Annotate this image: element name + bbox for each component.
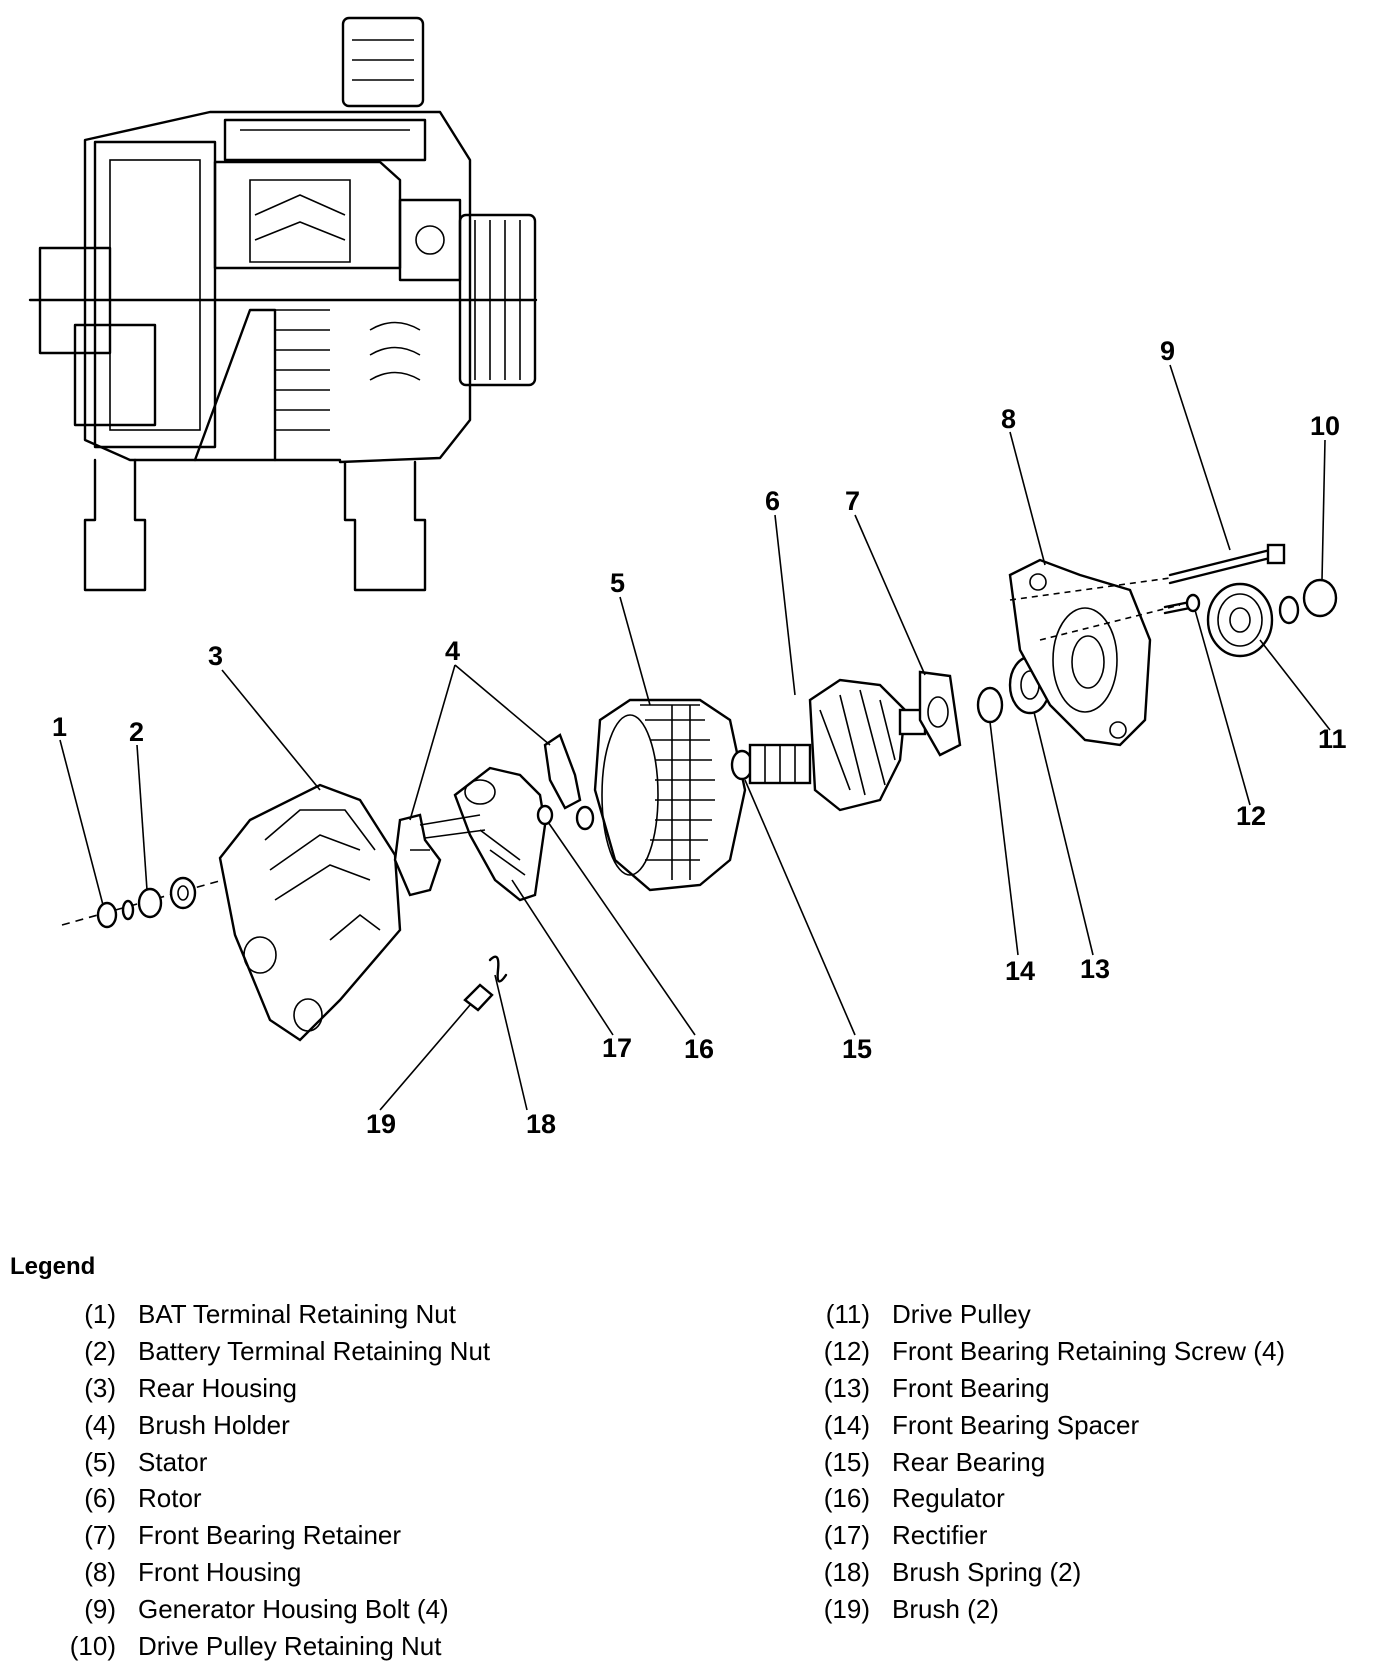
legend-label: Front Bearing Spacer: [892, 1409, 1140, 1440]
legend-item: (3) Rear Housing: [36, 1370, 490, 1407]
legend-label: Rotor: [138, 1483, 202, 1514]
legend-label: Rear Bearing: [892, 1446, 1046, 1477]
legend-number: (13): [823, 1372, 870, 1403]
legend-item: (6) Rotor: [36, 1480, 490, 1517]
exploded-view: [59, 364, 1338, 1111]
legend-item: (12) Front Bearing Retaining Screw (4): [800, 1333, 1285, 1370]
legend-item: (2) Battery Terminal Retaining Nut: [36, 1333, 490, 1370]
legend-label: BAT Terminal Retaining Nut: [138, 1298, 456, 1329]
callout-8: 8: [1001, 404, 1016, 434]
legend-number: (19): [823, 1594, 870, 1625]
legend-item: (15) Rear Bearing: [800, 1444, 1285, 1481]
legend-label: Drive Pulley Retaining Nut: [138, 1630, 442, 1661]
legend-number: (3): [84, 1372, 116, 1403]
callout-5: 5: [610, 568, 625, 598]
legend-label: Front Bearing Retainer: [138, 1520, 402, 1551]
callout-4: 4: [445, 636, 460, 666]
legend-item: (5) Stator: [36, 1444, 490, 1481]
callout-19: 19: [366, 1109, 396, 1139]
legend-number: (17): [823, 1520, 870, 1551]
legend-right-column: (11) Drive Pulley (12) Front Bearing Retai…: [800, 1296, 1285, 1628]
legend-item: (10) Drive Pulley Retaining Nut: [36, 1628, 490, 1665]
legend-label: Front Bearing Retaining Screw (4): [892, 1335, 1286, 1366]
part-5-stator: [593, 698, 747, 892]
legend-item: (17) Rectifier: [800, 1517, 1285, 1554]
callout-12: 12: [1236, 801, 1266, 831]
legend-item: (4) Brush Holder: [36, 1407, 490, 1444]
legend-title: Legend: [10, 1253, 96, 1280]
legend-item: (14) Front Bearing Spacer: [800, 1407, 1285, 1444]
callout-3: 3: [208, 641, 223, 671]
assembled-generator-view: [28, 16, 538, 592]
part-1-bat-terminal-nut: [96, 901, 118, 929]
exploded-generator-diagram: 1 2 3 4 5 6 7 8 9 10 11 12 13 14 15 16 1…: [28, 16, 1347, 1139]
part-10-drive-pulley-nut: [1302, 578, 1338, 618]
legend-label: Regulator: [892, 1483, 1005, 1514]
legend-number: (7): [84, 1520, 116, 1551]
legend-item: (13) Front Bearing: [800, 1370, 1285, 1407]
legend-number: (11): [825, 1298, 870, 1329]
callout-11: 11: [1318, 724, 1347, 754]
legend-number: (9): [84, 1594, 116, 1625]
legend-item: (1) BAT Terminal Retaining Nut: [36, 1296, 490, 1333]
callout-13: 13: [1080, 954, 1110, 984]
part-4-brush-holder: [393, 733, 595, 897]
legend-item: (18) Brush Spring (2): [800, 1554, 1285, 1591]
callout-10: 10: [1310, 411, 1340, 441]
legend-number: (6): [84, 1483, 116, 1514]
legend-label: Rear Housing: [138, 1372, 297, 1403]
callout-16: 16: [684, 1034, 714, 1064]
part-18-19-brush-spring: [463, 955, 508, 1012]
legend-item: (16) Regulator: [800, 1480, 1285, 1517]
legend-label: Brush Holder: [138, 1409, 290, 1440]
callout-17: 17: [602, 1033, 632, 1063]
leader-lines: [59, 364, 1331, 1111]
callout-14: 14: [1005, 956, 1035, 986]
part-6-rotor: [748, 678, 927, 812]
legend-number: (10): [69, 1630, 116, 1661]
legend-number: (2): [84, 1335, 116, 1366]
callout-15: 15: [842, 1034, 872, 1064]
legend-number: (18): [823, 1557, 870, 1588]
legend-item: (9) Generator Housing Bolt (4): [36, 1591, 490, 1628]
callout-2: 2: [129, 717, 144, 747]
legend-label: Drive Pulley: [892, 1298, 1031, 1329]
legend-label: Generator Housing Bolt (4): [138, 1594, 449, 1625]
legend-label: Stator: [138, 1446, 208, 1477]
legend-label: Brush (2): [892, 1594, 999, 1625]
legend-item: (7) Front Bearing Retainer: [36, 1517, 490, 1554]
part-16-17-regulator-rectifier: [419, 766, 554, 902]
callout-18: 18: [526, 1109, 556, 1139]
callout-numbers: 1 2 3 4 5 6 7 8 9 10 11 12 13 14 15 16 1…: [52, 336, 1347, 1139]
callout-9: 9: [1160, 336, 1175, 366]
legend-label: Front Housing: [138, 1557, 302, 1588]
part-11-drive-pulley: [1206, 582, 1274, 658]
part-14-front-bearing-spacer: [976, 686, 1004, 724]
legend-number: (12): [823, 1335, 870, 1366]
legend-item: (19) Brush (2): [800, 1591, 1285, 1628]
legend-number: (16): [823, 1483, 870, 1514]
callout-7: 7: [845, 486, 860, 516]
part-8-front-housing: [1008, 558, 1152, 747]
legend-number: (5): [84, 1446, 116, 1477]
legend-number: (1): [84, 1298, 116, 1329]
legend-label: Brush Spring (2): [892, 1557, 1082, 1588]
legend-item: (8) Front Housing: [36, 1554, 490, 1591]
part-2-battery-terminal-nut: [137, 887, 163, 919]
callout-1: 1: [52, 712, 67, 742]
legend-label: Rectifier: [892, 1520, 988, 1551]
legend-number: (8): [84, 1557, 116, 1588]
legend-left-column: (1) BAT Terminal Retaining Nut (2) Battery…: [36, 1296, 490, 1665]
legend-number: (4): [84, 1409, 116, 1440]
part-9-generator-housing-bolt: [1009, 543, 1286, 601]
legend-number: (14): [823, 1409, 870, 1440]
legend-item: (11) Drive Pulley: [800, 1296, 1285, 1333]
legend-label: Battery Terminal Retaining Nut: [138, 1335, 491, 1366]
part-3-rear-housing: [218, 783, 402, 1042]
legend-label: Front Bearing: [892, 1372, 1050, 1403]
part-7-front-bearing-retainer: [918, 670, 962, 757]
callout-6: 6: [765, 486, 780, 516]
legend-number: (15): [823, 1446, 870, 1477]
